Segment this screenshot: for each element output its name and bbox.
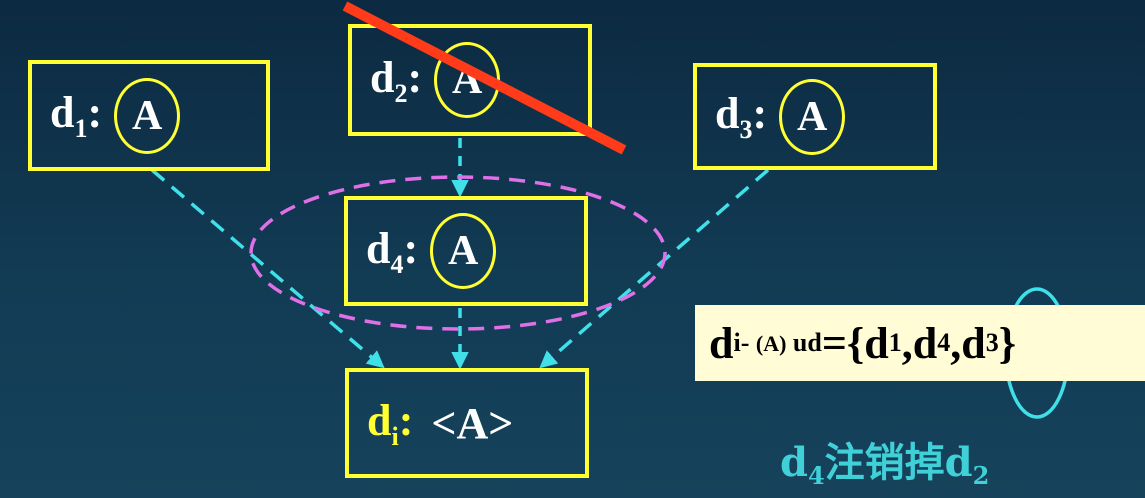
kill-note: d4注销掉d2 (780, 439, 990, 490)
node-d1-ref-circle: A (114, 77, 181, 154)
node-d3-ref-circle: A (779, 78, 846, 155)
node-d4: d4: A (344, 196, 588, 306)
node-di-label: di: (367, 395, 414, 451)
node-d4-ref-circle: A (430, 213, 497, 289)
node-di: di: <A> (345, 368, 589, 478)
kill-ellipse (249, 175, 667, 331)
node-d2-label: d2: (370, 52, 423, 108)
formula-lhs: d (709, 318, 734, 368)
formula-close: } (998, 318, 1017, 368)
node-d2-ref-circle: A (434, 42, 501, 118)
node-d3-label: d3: (715, 89, 768, 144)
node-d1-label: d1: (50, 88, 103, 143)
node-d2: d2: A (348, 24, 592, 136)
formula-eq: ={ (821, 318, 865, 368)
formula-lhs-sub: i- (A) ud (733, 328, 822, 357)
formula-term-d4: d (912, 318, 938, 368)
node-di-ref: <A> (431, 398, 514, 448)
formula-term-d1: d (864, 318, 889, 368)
node-d1: d1: A (28, 60, 270, 171)
edge-d3-di (539, 168, 770, 369)
node-d3: d3: A (693, 63, 937, 170)
node-d4-label: d4: (366, 223, 419, 279)
formula-term-d3: d (961, 318, 986, 368)
